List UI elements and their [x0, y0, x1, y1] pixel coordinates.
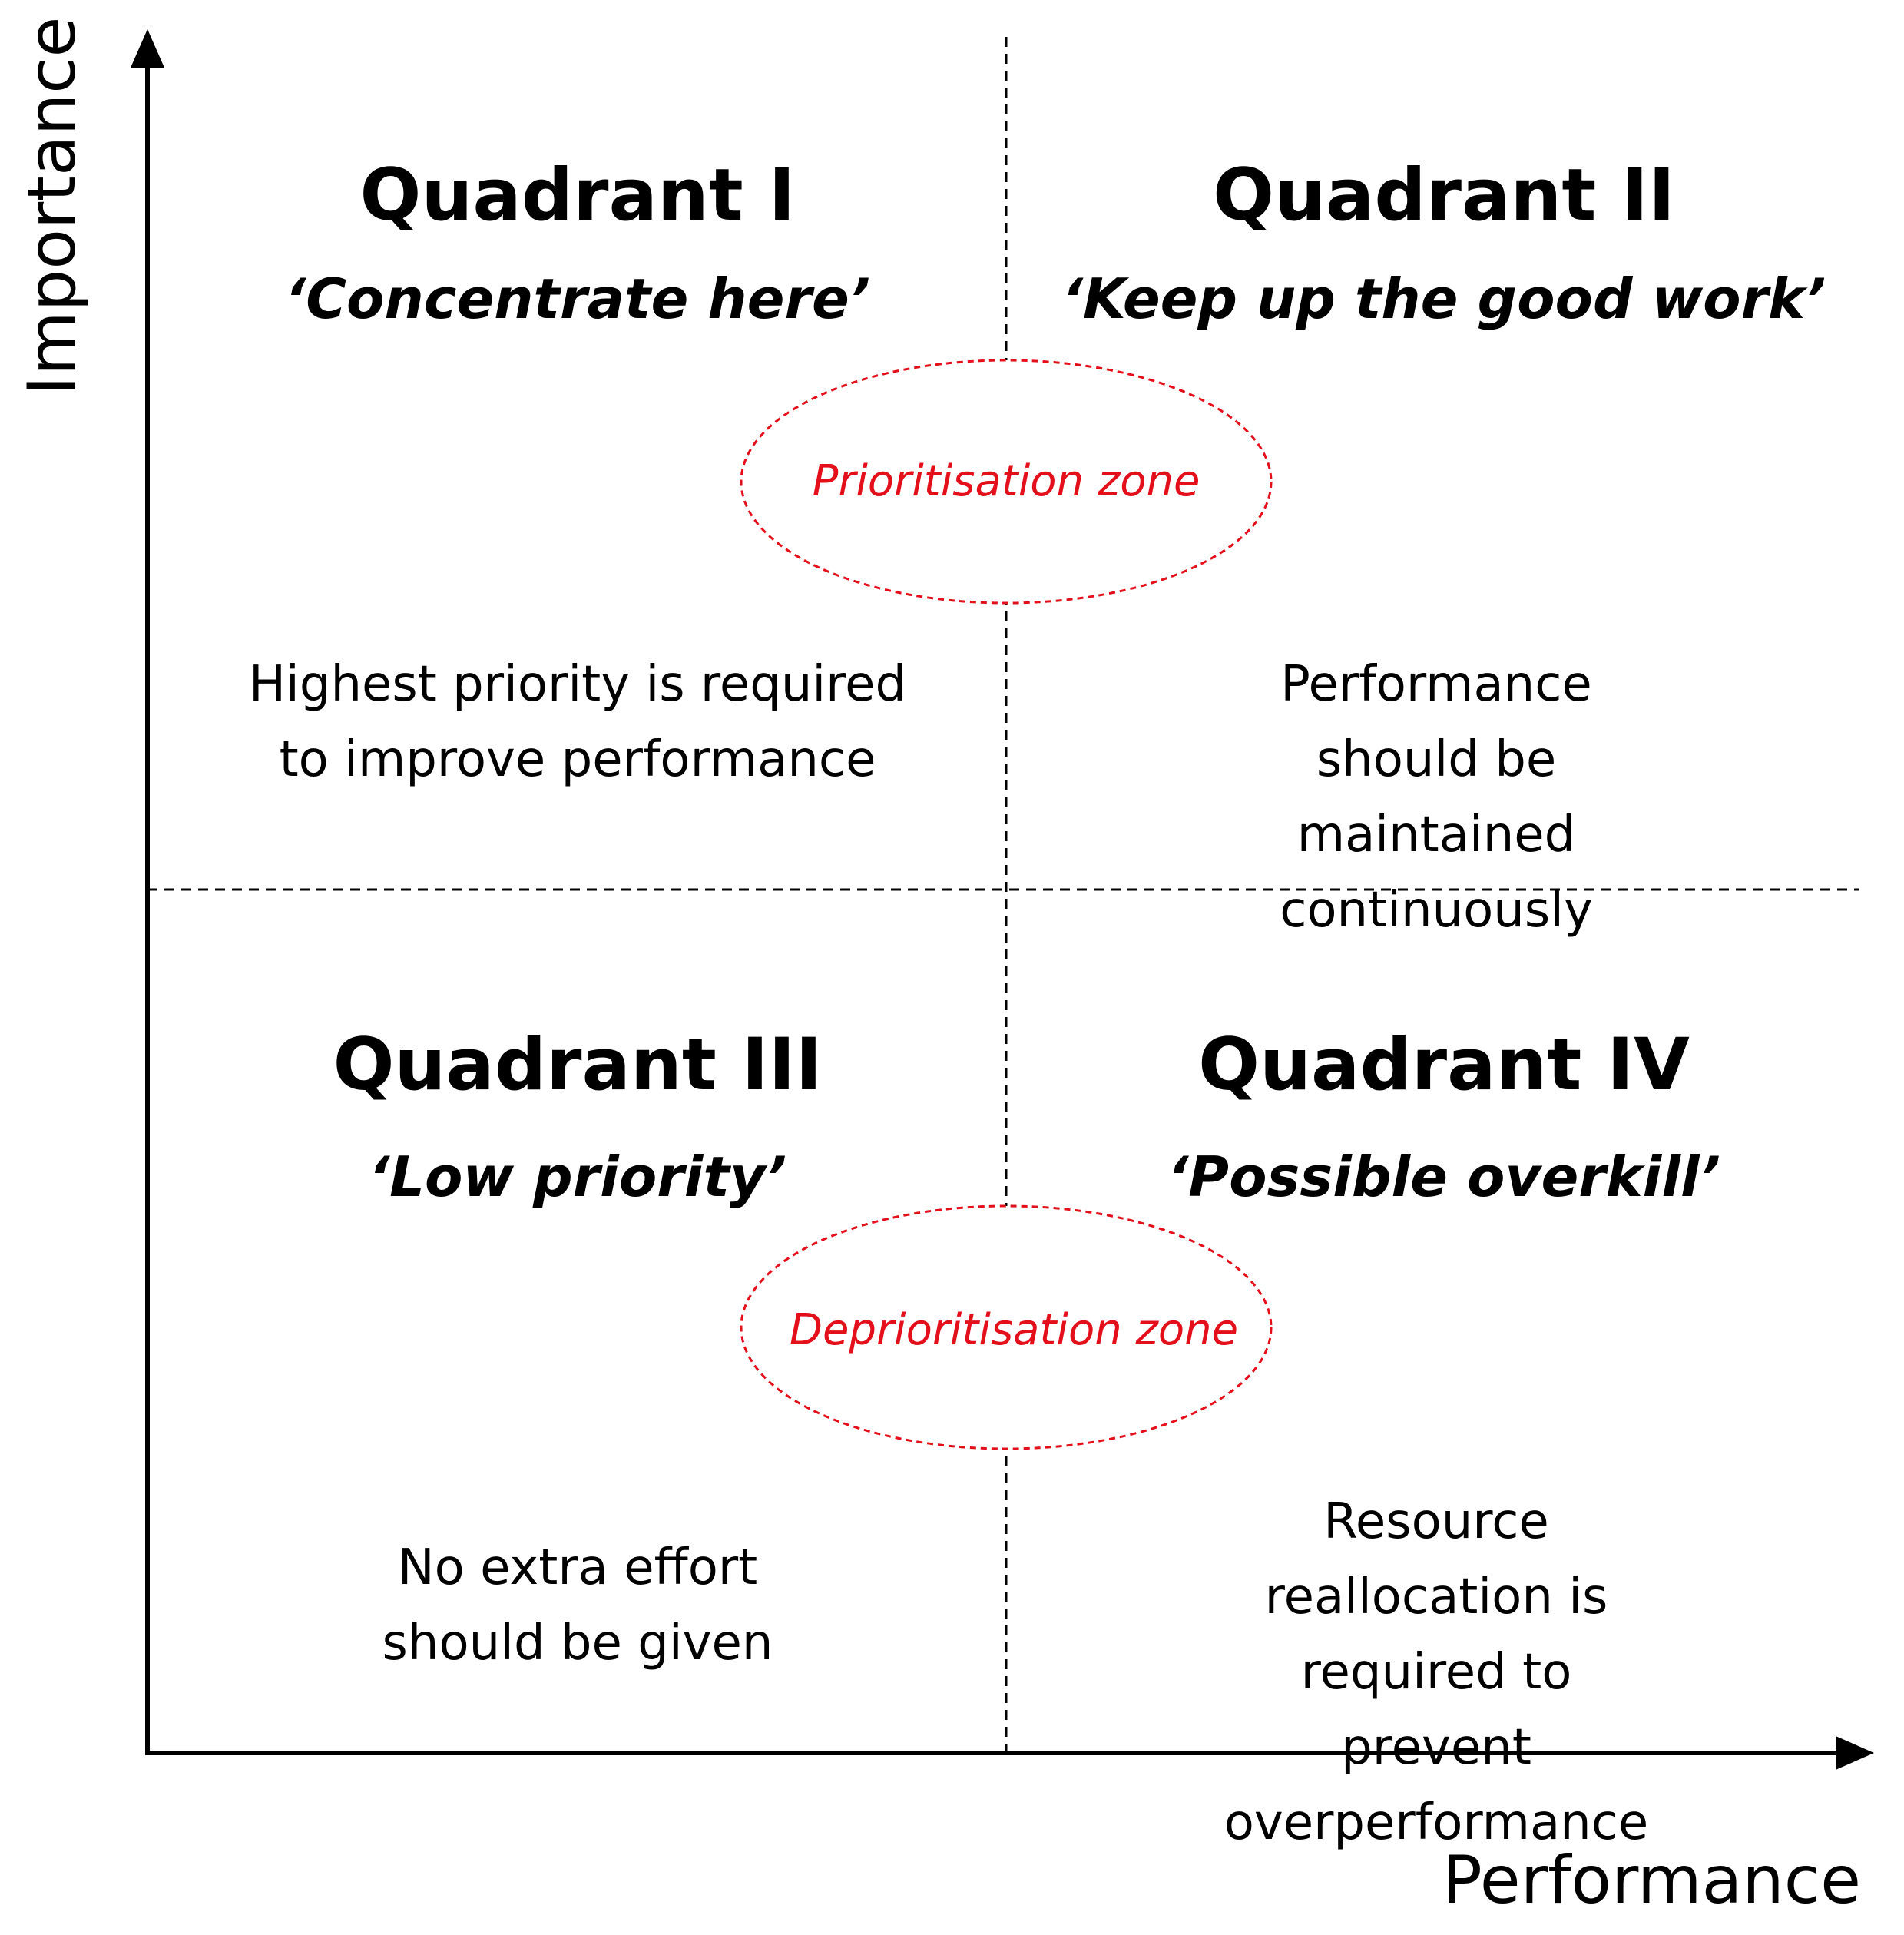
deprioritisation-zone-ellipse: [740, 1204, 1273, 1450]
prioritisation-zone-ellipse: [740, 359, 1273, 605]
quadrant-3-description: No extra effort should be given: [382, 1539, 773, 1672]
quadrant-4-description: Resource reallocation is required to pre…: [1224, 1493, 1649, 1851]
quadrant-1-tagline: ‘Concentrate here’: [284, 267, 871, 331]
quadrant-4-title: Quadrant IV: [1198, 1023, 1690, 1107]
deprioritisation-zone-label: Deprioritisation zone: [789, 1305, 1239, 1355]
x-axis-arrow: [1836, 1736, 1874, 1770]
prioritisation-zone-label: Prioritisation zone: [812, 456, 1200, 506]
quadrant-2-tagline: ‘Keep up the good work’: [1061, 267, 1826, 331]
x-axis-title: Performance: [1442, 1842, 1861, 1919]
quadrant-4-tagline: ‘Possible overkill’: [1167, 1145, 1721, 1209]
quadrant-2-description: Performance should be maintained continu…: [1280, 656, 1593, 939]
y-axis-arrow: [131, 29, 164, 68]
quadrant-1-title: Quadrant I: [359, 154, 796, 237]
quadrant-1-description: Highest priority is required to improve …: [248, 656, 907, 788]
quadrant-3-tagline: ‘Low priority’: [368, 1145, 787, 1209]
quadrant-3-title: Quadrant III: [333, 1023, 823, 1107]
quadrant-2-title: Quadrant II: [1213, 154, 1675, 237]
y-axis-title: Importance: [14, 16, 91, 396]
